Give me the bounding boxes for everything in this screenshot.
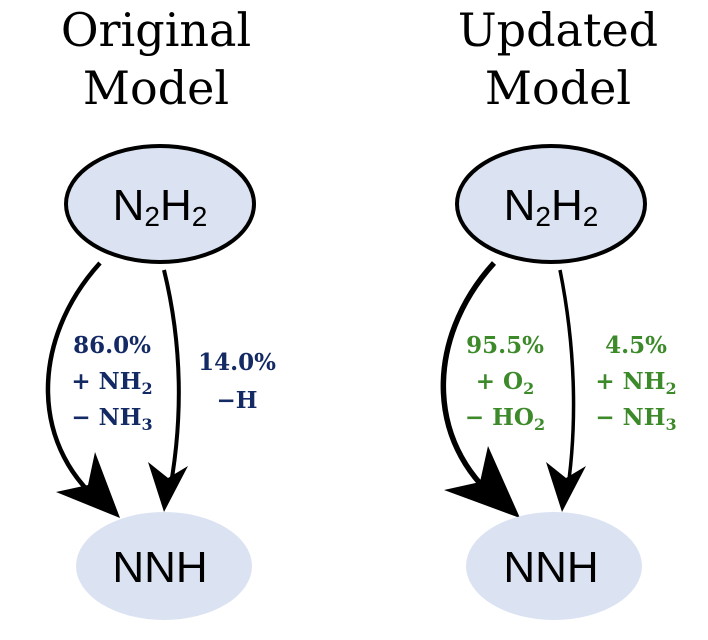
arrowhead-updated-left [444,446,520,518]
node-updated-nnh-label: NNH [503,543,598,592]
edge-original-left-line-2: + NH2 [71,368,152,398]
edge-label-original-right: 14.0% −H [198,349,276,414]
arrowhead-updated-right [546,462,586,512]
edge-updated-right-line-2: + NH2 [595,368,676,398]
arrow-original-right [162,269,181,501]
edge-updated-left-line-1: 95.5% [466,332,544,359]
edge-original-right-line-1: 14.0% [198,349,276,376]
edge-original-left-line-1: 86.0% [73,332,151,359]
edge-original-right-line-2: −H [216,387,257,414]
panel-updated-title-line-2: Model [485,61,631,115]
panel-original-title-line-1: Original [61,3,251,57]
panel-original: Original Model N2H2 NNH 86.0% + NH2 − NH… [45,3,276,620]
node-updated-nnh [466,512,642,620]
edge-label-original-left: 86.0% + NH2 − NH3 [71,332,152,434]
edge-updated-right-line-3: − NH3 [595,404,676,434]
panel-original-title-line-2: Model [83,61,229,115]
node-original-nnh [76,512,252,620]
node-original-n2h2-label: N2H2 [113,181,208,232]
node-updated-n2h2-label: N2H2 [504,181,599,232]
panel-updated: Updated Model N2H2 NNH 95.5% + O2 − HO2 … [440,3,677,620]
arrow-updated-right [558,269,576,501]
arrow-original-left [45,261,112,512]
arrowhead-original-right [148,462,188,512]
edge-label-updated-left: 95.5% + O2 − HO2 [465,332,545,434]
edge-updated-left-line-2: + O2 [476,368,534,398]
arrowhead-original-left [56,452,120,518]
edge-updated-right-line-1: 4.5% [605,332,667,359]
edge-label-updated-right: 4.5% + NH2 − NH3 [595,332,676,434]
node-updated-n2h2 [455,144,647,264]
node-original-n2h2 [64,144,256,264]
panel-updated-title-line-1: Updated [458,3,658,57]
edge-original-left-line-3: − NH3 [71,404,152,434]
node-original-nnh-label: NNH [112,543,207,592]
edge-updated-left-line-3: − HO2 [465,404,545,434]
